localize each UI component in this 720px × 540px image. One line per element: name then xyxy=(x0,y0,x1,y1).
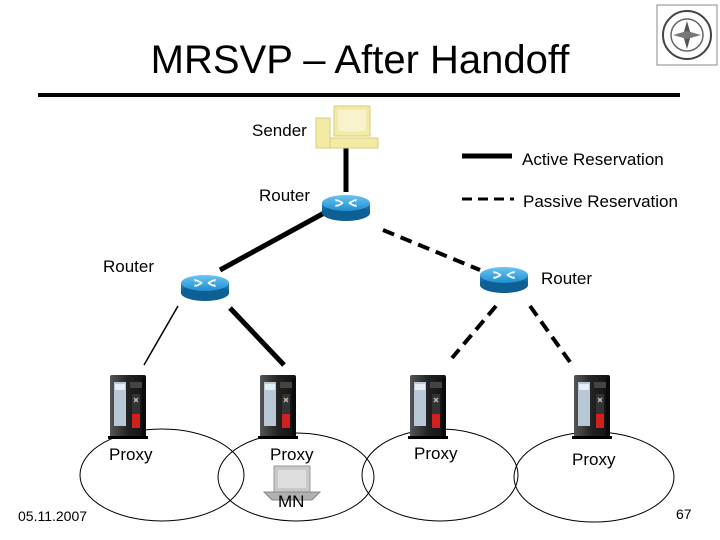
router-right-icon xyxy=(479,266,529,294)
sender-computer-icon xyxy=(315,105,379,149)
slide-title: MRSVP – After Handoff xyxy=(150,38,570,82)
proxy-3-label: Proxy xyxy=(414,444,458,463)
proxy-3-server-icon xyxy=(407,374,449,440)
link-left-proxy2-active xyxy=(228,306,286,367)
proxy-4-server-icon xyxy=(571,374,613,440)
sender-label: Sender xyxy=(252,121,307,140)
slide-page-number: 67 xyxy=(676,506,692,522)
legend-passive-label: Passive Reservation xyxy=(523,192,678,211)
cell-3 xyxy=(361,428,519,522)
title-underline xyxy=(38,93,680,97)
proxy-1-server-icon xyxy=(107,374,149,440)
router-right-label: Router xyxy=(541,269,593,288)
legend-active-label: Active Reservation xyxy=(522,150,664,169)
mobile-node-label: MN xyxy=(278,492,305,511)
university-logo-icon xyxy=(656,4,718,66)
router-left-icon xyxy=(180,274,230,302)
router-top-icon xyxy=(321,194,371,222)
mobile-node-laptop-icon xyxy=(262,465,322,501)
router-top-label: Router xyxy=(259,186,311,205)
proxy-4-label: Proxy xyxy=(572,450,616,469)
proxy-2-server-icon xyxy=(257,374,299,440)
link-right-proxy4-passive xyxy=(528,304,572,364)
proxy-1-label: Proxy xyxy=(109,445,153,464)
cell-4 xyxy=(513,431,675,523)
link-top-right-passive xyxy=(382,228,481,272)
proxy-2-label: Proxy xyxy=(270,445,314,464)
link-right-proxy3-passive xyxy=(450,304,498,360)
slide-date: 05.11.2007 xyxy=(18,508,88,524)
link-top-left-active xyxy=(218,209,328,273)
cell-1 xyxy=(79,428,245,522)
router-left-label: Router xyxy=(103,257,155,276)
link-left-proxy1-passive xyxy=(143,305,179,366)
